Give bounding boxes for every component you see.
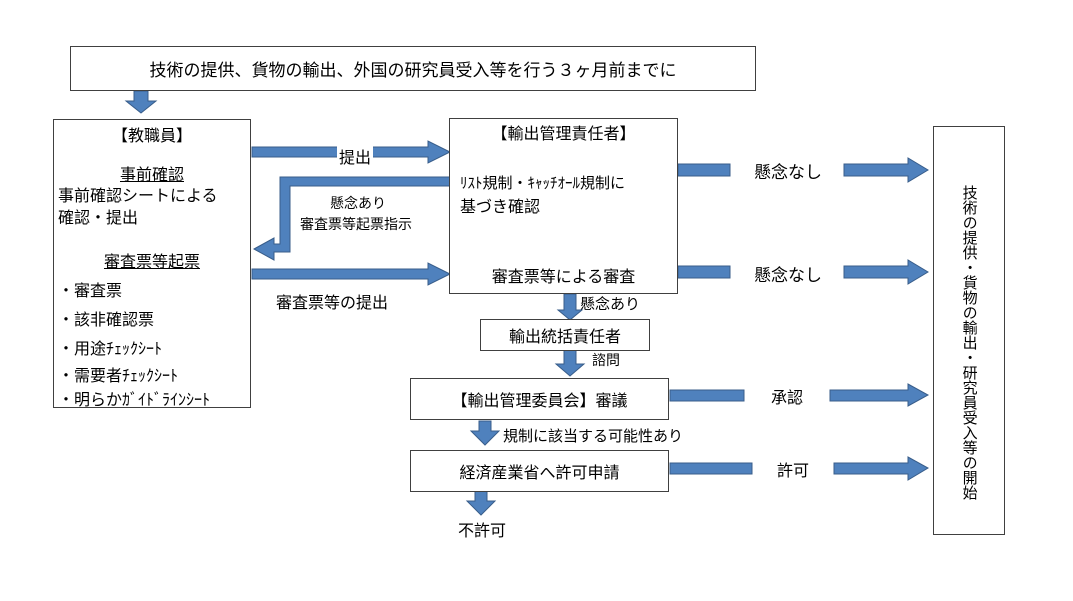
arrow-permit-head: [833, 456, 930, 481]
committee-text: 【輸出管理委員会】審議: [451, 391, 628, 410]
arrow-no-concern-1-head: [843, 157, 929, 183]
arrow-no-concern-2-head: [843, 259, 929, 285]
arrow-approval-left: [669, 389, 745, 402]
manager-check-line1: ﾘｽﾄ規制・ｷｬｯﾁｵｰﾙ規制に: [460, 174, 626, 192]
manager-box: 【輸出管理責任者】 ﾘｽﾄ規制・ｷｬｯﾁｵｰﾙ規制に 基づき確認 審査票等による…: [449, 118, 678, 294]
staff-item: ・該非確認票: [58, 310, 155, 329]
staff-item: ・明らかｶﾞｲﾄﾞﾗｲﾝｼｰﾄ: [58, 390, 211, 409]
top-banner: 技術の提供、貨物の輸出、外国の研究員受入等を行う３ヶ月前までに: [70, 46, 756, 91]
arrow-no-concern-1: [677, 163, 731, 177]
arrow-approval-head: [829, 383, 930, 407]
pre-check-title: 事前確認: [119, 165, 184, 184]
result-box: 技術の提供・貨物の輸出・研究員受入等の開始: [933, 126, 1005, 535]
label-concern-line2: 審査票等起票指示: [300, 217, 412, 233]
arrow-permit-left: [669, 462, 753, 475]
label-approval: 承認: [771, 388, 804, 407]
label-not-permitted: 不許可: [458, 521, 507, 540]
staff-item: ・審査票: [58, 281, 123, 300]
arrow-no-concern-2: [677, 265, 731, 279]
arrow-consult-down: [554, 349, 586, 377]
label-no-concern-2: 懸念なし: [754, 266, 822, 286]
arrow-not-permitted-down: [465, 490, 497, 516]
top-banner-text: 技術の提供、貨物の輸出、外国の研究員受入等を行う３ヶ月前までに: [149, 61, 677, 81]
manager-review: 審査票等による審査: [491, 267, 636, 286]
label-permit: 許可: [777, 461, 810, 480]
meti-text: 経済産業省へ許可申請: [459, 463, 620, 482]
pre-check-line1: 事前確認シートによる: [58, 186, 218, 205]
label-concern: 懸念あり: [580, 295, 641, 313]
committee-box: 【輸出管理委員会】審議: [410, 378, 669, 420]
label-consult: 諮問: [592, 353, 620, 369]
label-possibly-regulated: 規制に該当する可能性あり: [503, 427, 684, 445]
chief-text: 輸出統括責任者: [508, 327, 621, 346]
arrow-banner-to-staff: [124, 90, 158, 114]
arrow-review-submit: [251, 262, 452, 286]
staff-header: 【教職員】: [111, 126, 192, 145]
manager-header: 【輸出管理責任者】: [491, 124, 636, 143]
label-concern-line1: 懸念あり: [330, 196, 386, 212]
arrow-concern-down: [556, 293, 584, 321]
staff-item: ・需要者ﾁｪｯｸｼｰﾄ: [58, 366, 179, 385]
label-submit: 提出: [337, 144, 374, 168]
manager-check-line2: 基づき確認: [460, 197, 541, 216]
arrow-concern-back: [252, 176, 451, 261]
staff-item: ・用途ﾁｪｯｸｼｰﾄ: [58, 339, 163, 358]
chief-box: 輸出統括責任者: [480, 319, 650, 351]
staff-box: 【教職員】 事前確認 事前確認シートによる 確認・提出 審査票等起票 ・審査票 …: [53, 119, 251, 409]
meti-box: 経済産業省へ許可申請: [410, 450, 669, 492]
arrow-regulated-down: [469, 420, 501, 446]
result-text: 技術の提供・貨物の輸出・研究員受入等の開始: [960, 185, 979, 500]
label-no-concern-1: 懸念なし: [754, 163, 822, 183]
pre-check-line2: 確認・提出: [58, 208, 139, 227]
review-title: 審査票等起票: [103, 252, 200, 271]
label-review-submit: 審査票等の提出: [276, 293, 389, 312]
